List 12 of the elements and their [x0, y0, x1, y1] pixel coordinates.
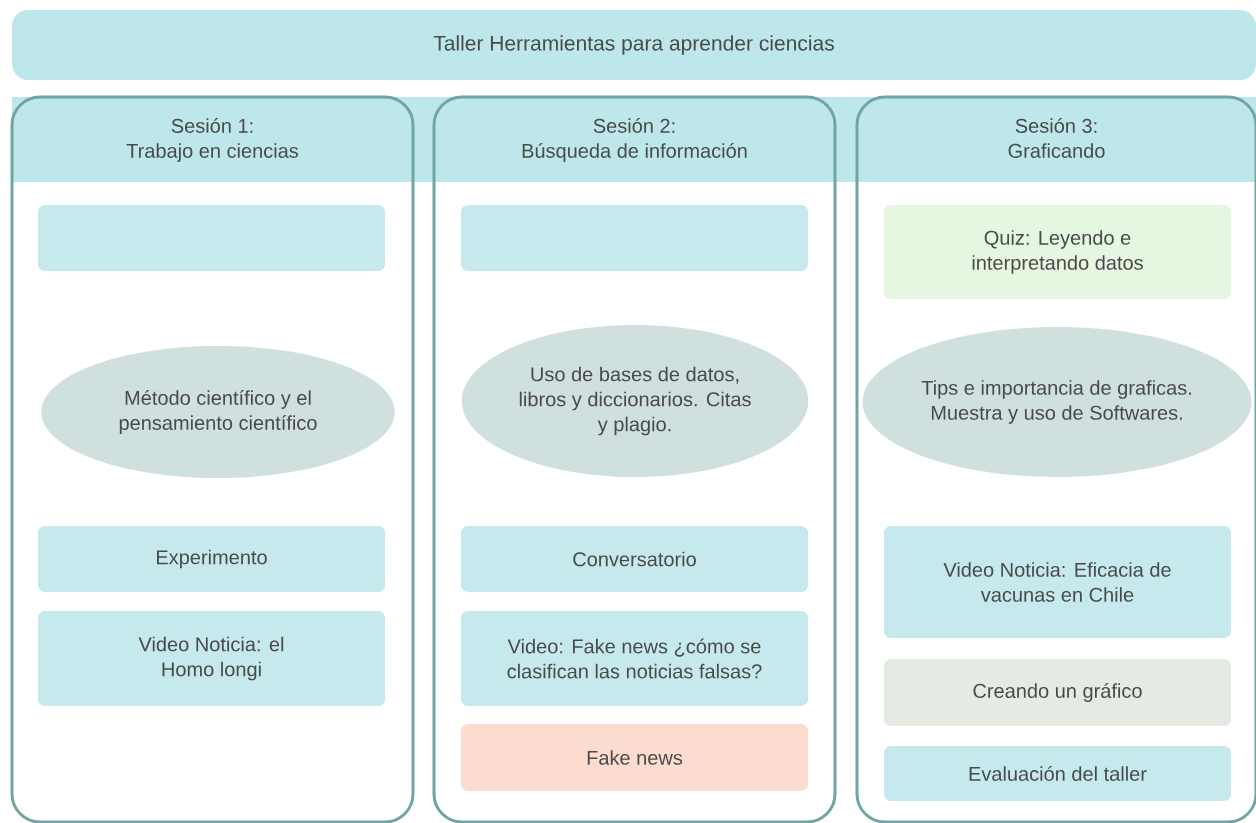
- activity-box: Evaluación del taller: [884, 746, 1231, 801]
- activity-box: [38, 205, 385, 271]
- activity-box: Fake news: [461, 724, 808, 791]
- activity-box: [461, 205, 808, 271]
- activity-box: Quiz: Leyendo e interpretando datos: [884, 205, 1231, 299]
- activity-box: Creando un gráfico: [884, 659, 1231, 726]
- activity-box: Video: Fake news ¿cómo se clasifican las noticias falsas?: [461, 611, 808, 706]
- title-banner: Taller Herramientas para aprender ciencias: [12, 10, 1256, 80]
- activity-box: Experimento: [38, 526, 385, 592]
- activity-box: Video Noticia: Eficacia de vacunas en Chile: [884, 526, 1231, 638]
- activity-box: Conversatorio: [461, 526, 808, 592]
- activity-box: Video Noticia: el Homo longi: [38, 611, 385, 706]
